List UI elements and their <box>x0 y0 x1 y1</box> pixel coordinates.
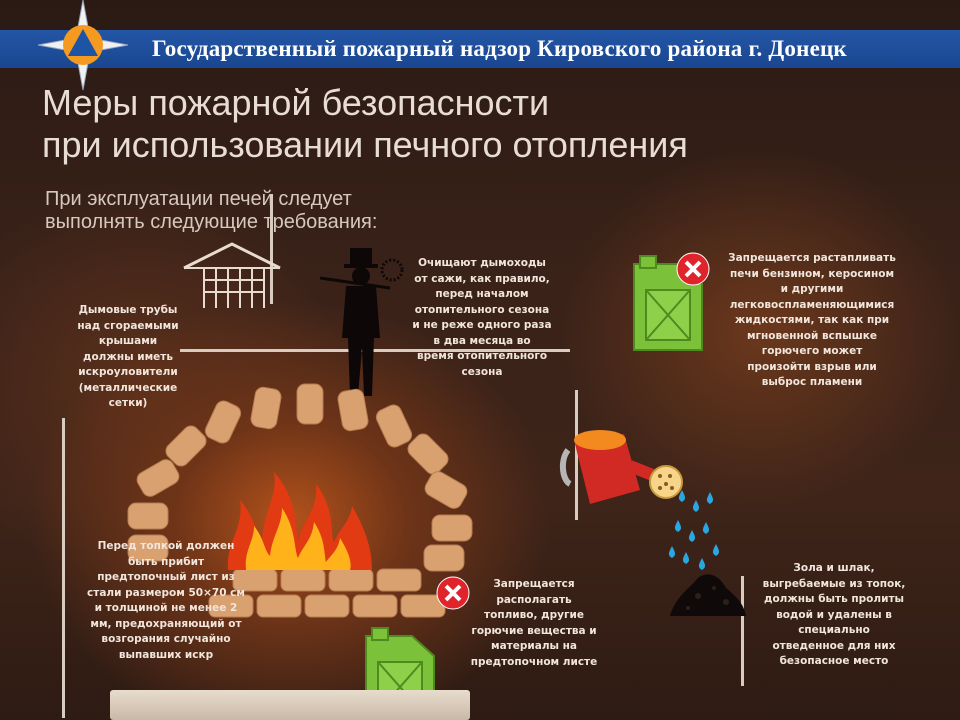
note-line: сезона <box>461 365 503 378</box>
divider-line <box>575 390 578 520</box>
note-line: Очищают дымоходы <box>418 257 546 269</box>
prohibited-x-icon <box>676 252 710 286</box>
emergency-star-triangle-logo-icon <box>37 0 129 91</box>
note-ash-slag: Зола и шлак, выгребаемые из топок, должн… <box>748 561 920 670</box>
note-line: топливо, другие <box>484 609 584 621</box>
intro-line: При эксплуатации печей следует <box>45 188 352 210</box>
divider-line <box>180 349 570 352</box>
note-line: в два месяца во <box>433 334 531 347</box>
note-line: выгребаемые из топок, <box>762 577 906 590</box>
note-line: предтопочный лист из <box>97 571 235 583</box>
note-line: водой и удалены в <box>776 608 892 621</box>
note-line: мм, предохраняющий от <box>90 617 242 630</box>
note-line: Дымовые трубы <box>78 304 178 316</box>
note-line: выброс пламени <box>761 376 863 388</box>
note-line: над сгораемыми <box>77 319 179 332</box>
note-pre-furnace-sheet: Перед топкой должен быть прибит предтопо… <box>82 539 250 663</box>
note-line: время отопительного <box>416 350 548 362</box>
note-line: должны иметь <box>82 350 174 363</box>
note-line: горючего может <box>761 345 863 357</box>
divider-line <box>270 194 273 304</box>
note-no-fuel-on-sheet: Запрещается располагать топливо, другие … <box>464 577 604 670</box>
divider-line <box>62 418 65 718</box>
chimney-sweep-icon <box>319 248 404 396</box>
note-line: выпавших искр <box>118 648 214 661</box>
note-line: стали размером 50×70 см <box>87 586 245 599</box>
note-line: отведенное для них <box>772 639 896 652</box>
note-line: должны быть пролиты <box>763 593 905 605</box>
note-line: материалы на <box>490 640 577 652</box>
note-line: (металлические <box>78 381 178 394</box>
note-line: Перед топкой должен <box>97 540 235 552</box>
note-line: жидкостями, так как при <box>734 314 890 326</box>
note-line: предтопочном листе <box>470 655 598 668</box>
prohibited-x-icon <box>436 576 470 610</box>
watering-can-icon <box>560 430 683 504</box>
note-line: и другими <box>780 283 844 295</box>
note-chimney-mesh: Дымовые трубы над сгораемыми крышами дол… <box>58 303 198 412</box>
note-line: легковоспламеняющимися <box>729 298 895 311</box>
header-title: Государственный пожарный надзор Кировско… <box>152 36 847 61</box>
spark-arrester-mesh-icon <box>183 242 281 308</box>
intro-line: выполнять следующие требования: <box>45 211 378 233</box>
note-line: мгновенной вспышке <box>746 329 878 342</box>
note-line: перед началом <box>435 288 529 300</box>
note-line: печи бензином, керосином <box>729 267 895 280</box>
note-line: сетки) <box>108 397 148 409</box>
floor-board <box>110 690 470 720</box>
note-line: и толщиной не менее 2 <box>94 602 238 614</box>
note-line: Зола и шлак, <box>793 562 875 574</box>
page-title-line: при использовании печного отопления <box>42 124 688 165</box>
note-line: безопасное место <box>779 655 889 667</box>
note-line: отопительного сезона <box>414 303 550 316</box>
header-bar <box>0 30 960 68</box>
page-title: Меры пожарной безопасности при использов… <box>42 82 802 166</box>
note-line: искроуловители <box>78 366 178 378</box>
note-line: и не реже одного раза <box>412 319 552 331</box>
jerry-can-icon <box>633 255 703 351</box>
note-line: Запрещается растапливать <box>728 252 896 264</box>
flame-icon <box>227 472 372 570</box>
note-chimney-sweep: Очищают дымоходы от сажи, как правило, п… <box>400 256 564 380</box>
note-line: возгорания случайно <box>101 633 231 645</box>
page-title-line: Меры пожарной безопасности <box>42 82 550 123</box>
note-no-gasoline: Запрещается растапливать печи бензином, … <box>712 251 912 391</box>
divider-line <box>741 576 744 686</box>
note-line: от сажи, как правило, <box>414 272 550 285</box>
note-line: горючие вещества и <box>471 624 597 637</box>
note-line: специально <box>798 624 870 636</box>
intro-text: При эксплуатации печей следует выполнять… <box>45 188 445 234</box>
ash-pile-icon <box>670 574 746 616</box>
note-line: располагать <box>496 593 572 606</box>
water-drops-icon <box>668 490 720 570</box>
note-line: произойти взрыв или <box>747 360 877 373</box>
note-line: крышами <box>98 335 158 347</box>
note-line: Запрещается <box>493 578 575 590</box>
fireplace-icon <box>127 383 473 618</box>
note-line: быть прибит <box>127 555 205 568</box>
